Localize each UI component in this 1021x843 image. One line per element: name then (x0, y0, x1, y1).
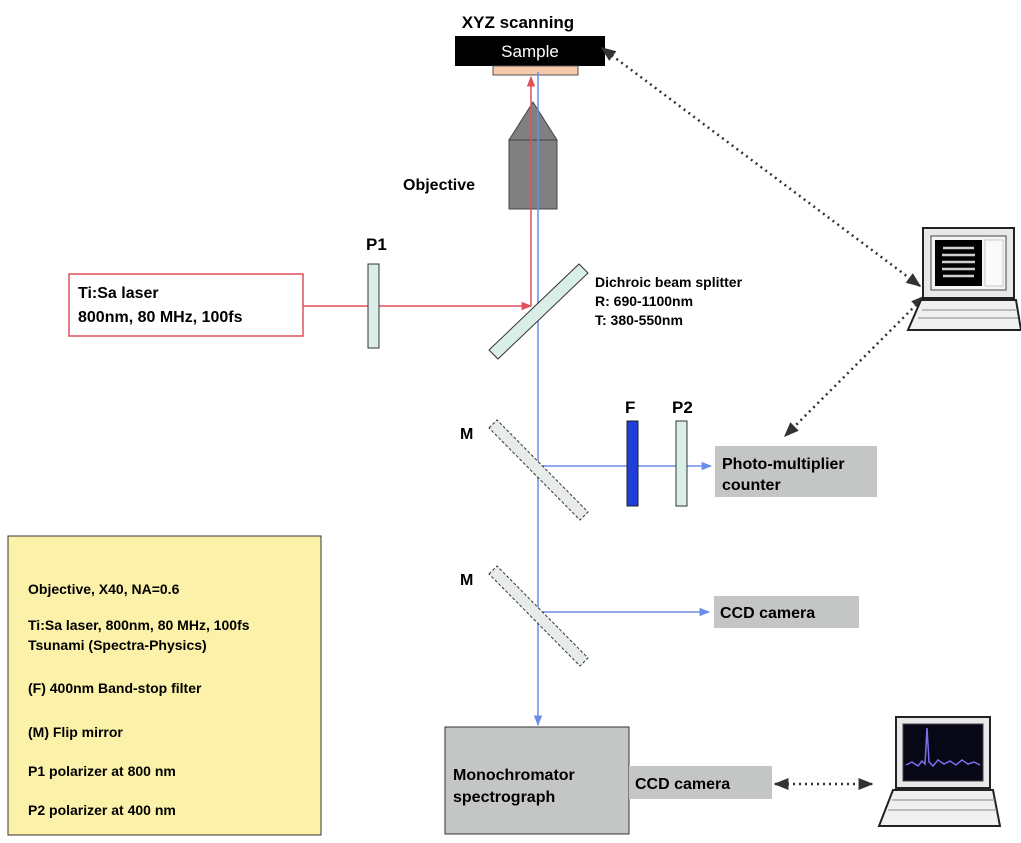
computer-icon-bottom (877, 716, 1002, 827)
p1-label: P1 (366, 235, 387, 254)
legend-line-p2: P2 polarizer at 400 nm (28, 802, 176, 818)
band-stop-filter (626, 420, 639, 507)
objective-body (508, 139, 558, 210)
sample-stage (455, 36, 605, 66)
objective-tip (508, 101, 558, 141)
computer-icon-top (906, 227, 1021, 331)
link-stage-to-computer (600, 46, 922, 288)
legend-line-p1: P1 polarizer at 800 nm (28, 763, 176, 779)
ccd-camera-box-middle (714, 596, 859, 628)
monochromator-label-line2: spectrograph (453, 789, 555, 806)
legend-line-tsunami: Tsunami (Spectra-Physics) (28, 637, 207, 653)
f-label: F (625, 398, 635, 417)
dichroic-label-line3: T: 380-550nm (595, 312, 683, 328)
p1-polarizer (367, 263, 380, 349)
link-pmt-to-computer (783, 294, 927, 438)
dichroic-beam-splitter (488, 263, 589, 360)
m-upper-label: M (460, 426, 473, 443)
dichroic-label-line1: Dichroic beam splitter (595, 274, 743, 290)
sample-label: Sample (501, 42, 559, 61)
pmt-label-line1: Photo-multiplier (722, 456, 845, 473)
flip-mirror-lower (488, 565, 589, 667)
dichroic-label-line2: R: 690-1100nm (595, 293, 693, 309)
sample-pad (492, 65, 579, 76)
monochromator-label-line1: Monochromator (453, 767, 575, 784)
ccd-camera-bottom-label: CCD camera (635, 776, 730, 793)
ccd-camera-middle-label: CCD camera (720, 605, 815, 622)
legend-line-mirror: (M) Flip mirror (28, 724, 123, 740)
legend-line-laser: Ti:Sa laser, 800nm, 80 MHz, 100fs (28, 617, 250, 633)
legend-line-objective: Objective, X40, NA=0.6 (28, 581, 180, 597)
monochromator-box (444, 726, 630, 835)
pmt-box (715, 446, 877, 497)
p2-label: P2 (672, 398, 693, 417)
legend-line-filter: (F) 400nm Band-stop filter (28, 680, 202, 696)
objective-label: Objective (403, 177, 475, 194)
p2-polarizer (675, 420, 688, 507)
ccd-camera-box-bottom (629, 766, 772, 799)
xyz-scanning-label: XYZ scanning (462, 13, 574, 32)
m-lower-label: M (460, 572, 473, 589)
laser-label-line2: 800nm, 80 MHz, 100fs (78, 309, 243, 326)
legend-box (7, 535, 322, 836)
flip-mirror-upper (488, 419, 589, 521)
laser-box (68, 273, 304, 337)
pmt-label-line2: counter (722, 477, 781, 494)
laser-label-line1: Ti:Sa laser (78, 285, 159, 302)
